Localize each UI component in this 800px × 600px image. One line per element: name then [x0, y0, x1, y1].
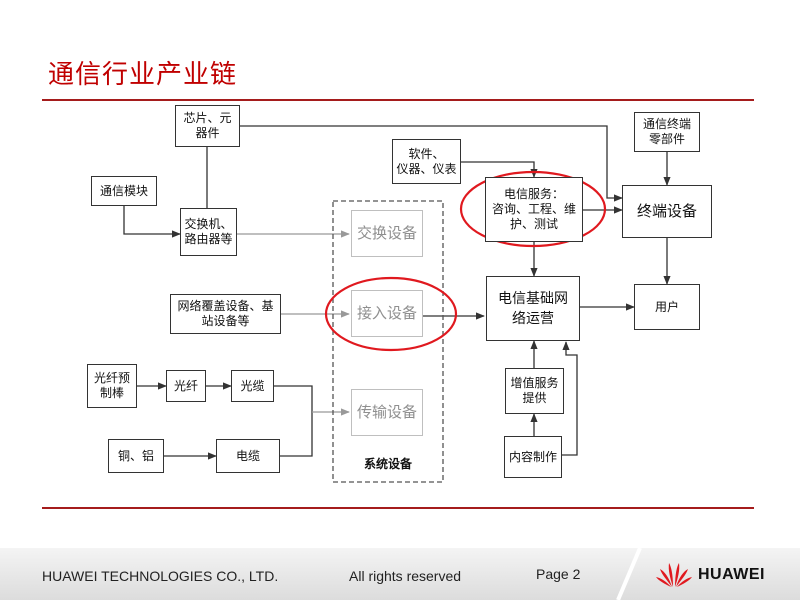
footer-company: HUAWEI TECHNOLOGIES CO., LTD. — [42, 568, 279, 584]
node-terminal-device: 终端设备 — [622, 185, 712, 238]
node-content-production: 内容制作 — [504, 436, 562, 478]
node-transmission-device: 传输设备 — [351, 389, 423, 436]
footer-page-number: Page 2 — [536, 566, 581, 582]
node-telecom-service: 电信服务： 咨询、工程、维 护、测试 — [485, 177, 583, 242]
node-cable: 电缆 — [216, 439, 280, 473]
node-optical-cable: 光缆 — [231, 370, 274, 402]
footer-divider — [42, 507, 754, 509]
node-copper-aluminum: 铜、铝 — [108, 439, 164, 473]
node-fiber-preform: 光纤预 制棒 — [87, 364, 137, 408]
node-chips-components: 芯片、元 器件 — [175, 105, 240, 147]
footer-slash-decoration — [616, 548, 642, 600]
node-software-instruments: 软件、 仪器、仪表 — [392, 139, 461, 184]
system-equipment-label: 系统设备 — [363, 457, 412, 471]
huawei-brand-text: HUAWEI — [698, 566, 765, 583]
node-fiber: 光纤 — [166, 370, 206, 402]
node-network-operation: 电信基础网 络运营 — [486, 276, 580, 341]
node-network-coverage: 网络覆盖设备、基 站设备等 — [170, 294, 281, 334]
node-user: 用户 — [634, 284, 700, 330]
node-terminal-parts: 通信终端 零部件 — [634, 112, 700, 152]
huawei-logo-icon — [656, 563, 692, 587]
node-comm-module: 通信模块 — [91, 176, 157, 206]
node-access-device: 接入设备 — [351, 290, 423, 337]
node-switch-device: 交换设备 — [351, 210, 423, 257]
slide-title: 通信行业产业链 — [48, 60, 238, 90]
node-value-added-service: 增值服务 提供 — [505, 368, 564, 414]
footer-bar — [0, 548, 800, 600]
footer-rights: All rights reserved — [349, 568, 462, 584]
node-switch-router: 交换机、 路由器等 — [180, 208, 237, 256]
title-divider — [42, 99, 754, 101]
